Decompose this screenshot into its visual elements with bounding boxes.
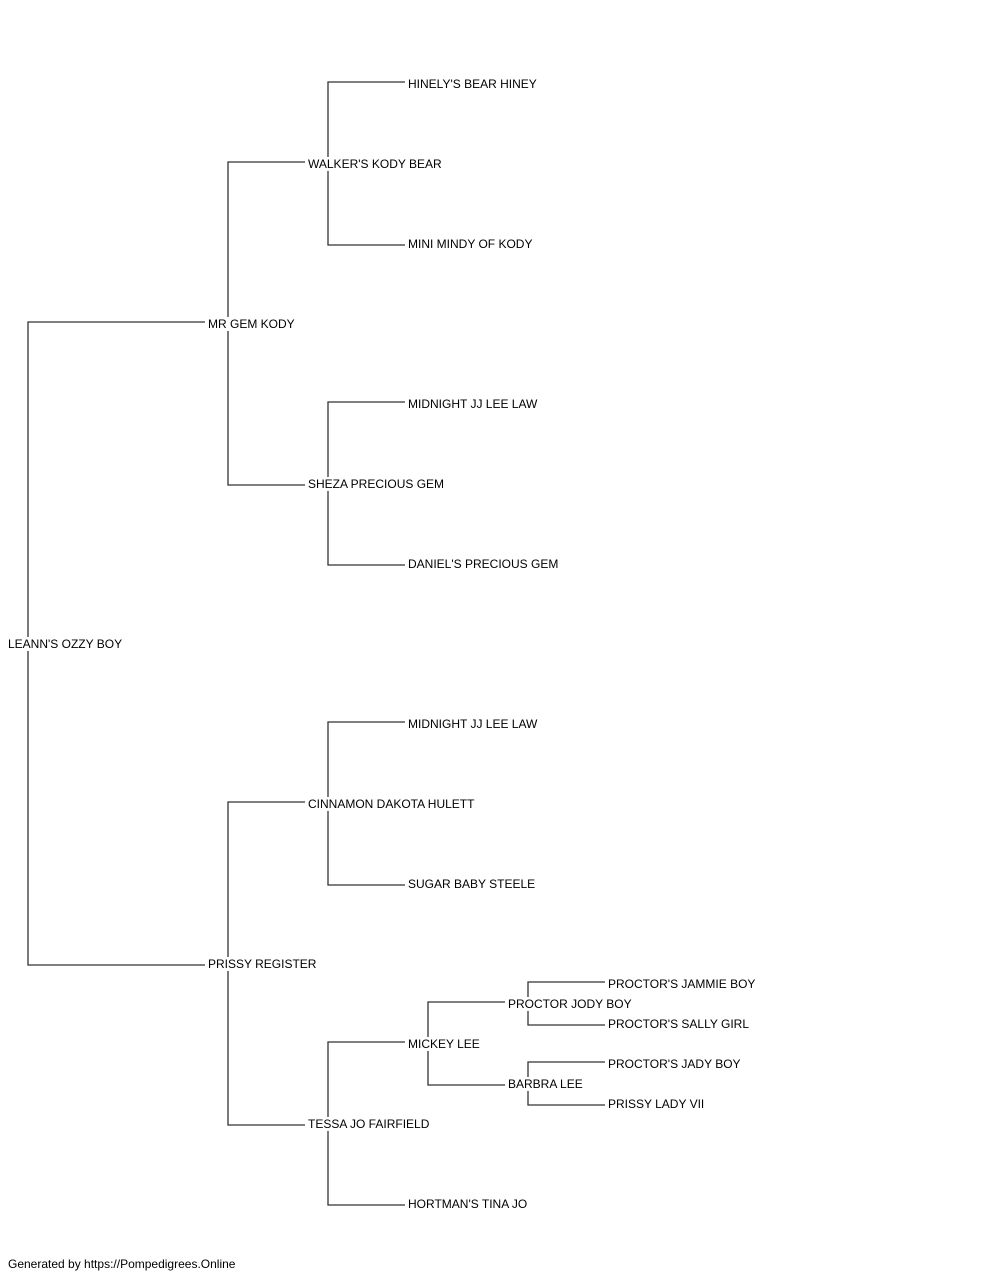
subject-name[interactable]: LEANN'S OZZY BOY [8,637,123,651]
sire-dam-dam-name[interactable]: DANIEL'S PRECIOUS GEM [408,557,559,571]
dam-name[interactable]: PRISSY REGISTER [208,957,317,971]
sire-sire-sire-name[interactable]: HINELY'S BEAR HINEY [408,77,537,91]
sire-sire-name[interactable]: WALKER'S KODY BEAR [308,157,442,171]
sire-sire-dam-name[interactable]: MINI MINDY OF KODY [408,237,533,251]
dam-dam-sire-dam-sire-name[interactable]: PROCTOR'S JADY BOY [608,1057,741,1071]
dam-dam-sire-name[interactable]: MICKEY LEE [408,1037,480,1051]
sire-name[interactable]: MR GEM KODY [208,317,295,331]
dam-dam-sire-sire-dam-name[interactable]: PROCTOR'S SALLY GIRL [608,1017,750,1031]
sire-dam-sire-name[interactable]: MIDNIGHT JJ LEE LAW [408,397,538,411]
dam-sire-name[interactable]: CINNAMON DAKOTA HULETT [308,797,475,811]
generated-by-footer: Generated by https://Pompedigrees.Online [8,1257,236,1271]
dam-sire-sire-name[interactable]: MIDNIGHT JJ LEE LAW [408,717,538,731]
dam-dam-name[interactable]: TESSA JO FAIRFIELD [308,1117,430,1131]
sire-dam-name[interactable]: SHEZA PRECIOUS GEM [308,477,445,491]
dam-dam-sire-dam-dam-name[interactable]: PRISSY LADY VII [608,1097,705,1111]
dam-sire-dam-name[interactable]: SUGAR BABY STEELE [408,877,536,891]
dam-dam-sire-sire-name[interactable]: PROCTOR JODY BOY [508,997,632,1011]
dam-dam-dam-name[interactable]: HORTMAN'S TINA JO [408,1197,528,1211]
dam-dam-sire-sire-sire-name[interactable]: PROCTOR'S JAMMIE BOY [608,977,756,991]
dam-dam-sire-dam-name[interactable]: BARBRA LEE [508,1077,583,1091]
